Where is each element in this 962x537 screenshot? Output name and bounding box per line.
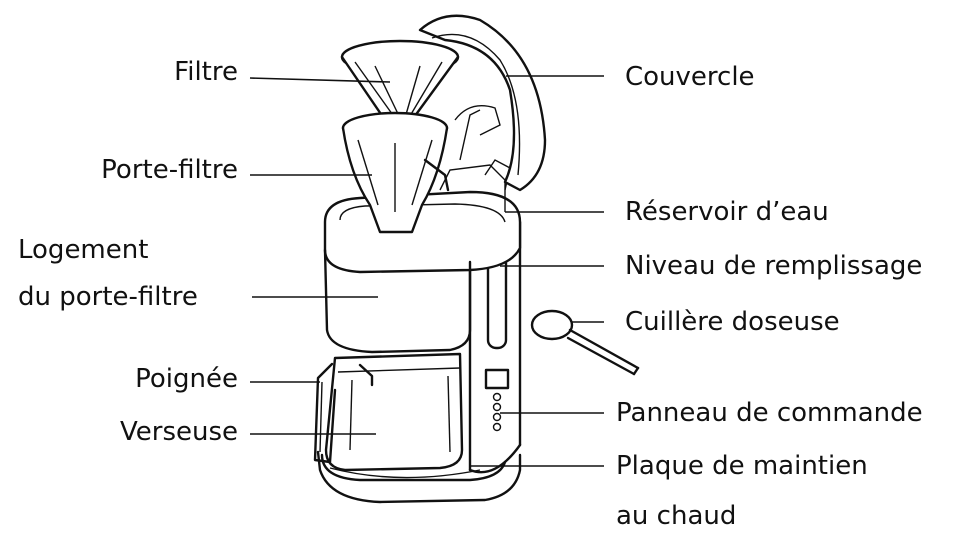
leader-filtre	[249, 77, 391, 83]
label-logement-line2: du porte-filtre	[18, 282, 198, 312]
label-porte-filtre: Porte-filtre	[101, 155, 238, 185]
label-niveau: Niveau de remplissage	[625, 251, 922, 281]
filter-drawing	[340, 39, 460, 126]
label-reservoir: Réservoir d’eau	[625, 197, 829, 227]
measuring-spoon-drawing	[530, 309, 640, 376]
label-verseuse: Verseuse	[120, 417, 238, 447]
labels: Filtre Porte-filtre Logement du porte-fi…	[18, 57, 923, 531]
label-plaque-line1: Plaque de maintien	[616, 451, 868, 481]
filter-holder-drawing	[341, 111, 450, 234]
label-cuillere: Cuillère doseuse	[625, 307, 840, 337]
reservoir-drawing	[439, 105, 511, 212]
label-poignee: Poignée	[135, 364, 238, 394]
label-filtre: Filtre	[174, 57, 238, 87]
leader-lines	[249, 75, 604, 467]
lid-drawing	[418, 14, 547, 192]
carafe-drawing	[313, 352, 464, 472]
label-couvercle: Couvercle	[625, 62, 755, 92]
label-logement-line1: Logement	[18, 235, 148, 265]
filter-housing-drawing	[323, 190, 522, 354]
coffee-maker-illustration	[313, 14, 640, 504]
label-panneau: Panneau de commande	[616, 398, 923, 428]
label-plaque-line2: au chaud	[616, 501, 736, 531]
hot-plate-drawing	[316, 450, 522, 504]
